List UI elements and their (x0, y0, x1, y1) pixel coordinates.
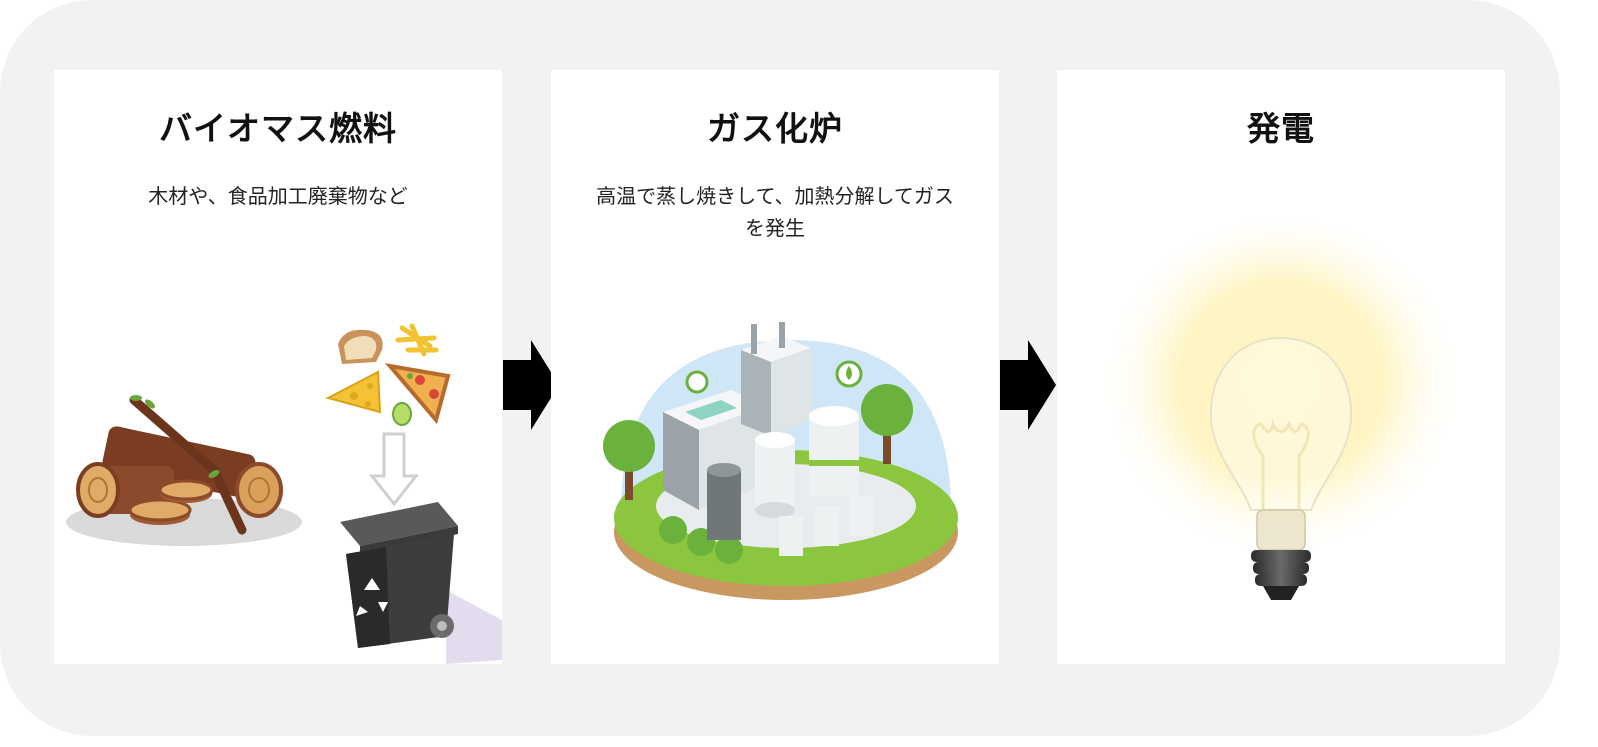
step-title: バイオマス燃料 (159, 109, 397, 148)
food-waste-icon (325, 323, 451, 426)
step-title: ガス化炉 (707, 109, 843, 148)
step-biomass-fuel-panel: バイオマス燃料 木材や、食品加工廃棄物など (54, 70, 502, 664)
wood-logs-icon (66, 395, 302, 546)
step-description: 木材や、食品加工廃棄物など (148, 184, 408, 208)
light-bulb-icon (1096, 220, 1466, 600)
step-power-generation-panel: 発電 (1057, 70, 1505, 664)
right-arrow-icon (1000, 340, 1056, 430)
recycle-bin-icon (340, 432, 502, 664)
gasification-plant-icon (603, 322, 958, 600)
right-arrow-icon (503, 340, 559, 430)
step-title: 発電 (1247, 109, 1315, 148)
step-gasification-panel: ガス化炉 高温で蒸し焼きして、加熱分解してガスを発生 (551, 70, 999, 664)
step-description: 高温で蒸し焼きして、加熱分解してガスを発生 (596, 184, 954, 240)
